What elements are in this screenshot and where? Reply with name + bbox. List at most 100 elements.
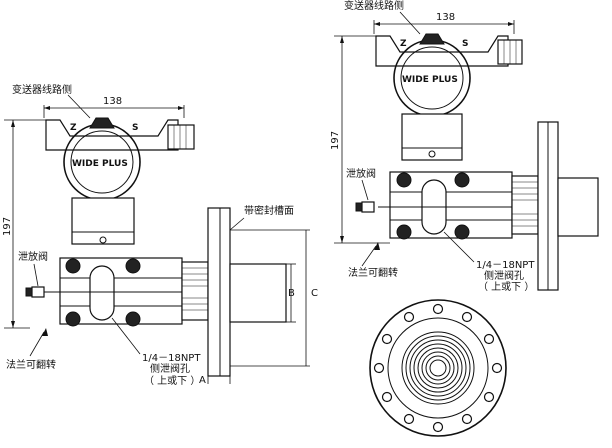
flange-outer xyxy=(369,299,507,437)
left-housing-top xyxy=(45,119,179,151)
left-bolt-2 xyxy=(125,258,141,274)
right-label-vent: 泄放阀 xyxy=(346,167,376,180)
ring xyxy=(413,343,463,393)
left-label-npt: 1/4－18NPT xyxy=(142,353,201,364)
left-bolt-4 xyxy=(125,311,141,327)
arrow xyxy=(11,321,15,328)
right-bolt-2 xyxy=(454,172,470,188)
arrow xyxy=(44,106,50,110)
flange-bolt-hole xyxy=(432,421,444,433)
leader xyxy=(229,217,245,231)
left-transmitter-view: 变送器线路侧 138 197 Z S WIDE PLUS xyxy=(2,83,318,387)
left-label-c: C xyxy=(311,288,318,299)
left-flange-plate xyxy=(207,207,231,377)
left-label-flange: 法兰可翻转 xyxy=(6,358,56,371)
flange-bolt-hole xyxy=(432,303,444,315)
flange-bolt-hole xyxy=(491,362,503,374)
right-bolt-3 xyxy=(396,224,412,240)
left-leader-transmitter xyxy=(67,94,91,119)
left-cover-inner xyxy=(70,130,134,194)
right-dim-width: 138 xyxy=(436,12,455,23)
left-flange-neck xyxy=(181,261,209,321)
left-label-seal: 带密封槽面 xyxy=(244,204,294,217)
rect xyxy=(25,287,33,297)
left-label-up-down: （ 上或下 ） xyxy=(144,375,200,387)
left-cover-tab xyxy=(89,117,115,129)
arrow xyxy=(178,106,184,110)
right-flange-boss xyxy=(557,177,599,237)
flange-bolt-hole xyxy=(461,311,473,323)
ring xyxy=(409,339,467,397)
ring xyxy=(421,351,455,385)
left-label-transmitter-side: 变送器线路侧 xyxy=(12,83,72,96)
right-cover-inner xyxy=(400,46,464,110)
arrow xyxy=(42,328,48,336)
flange-bolt-hole xyxy=(403,311,415,323)
arrow xyxy=(508,22,514,26)
flange-bolt-hole xyxy=(461,413,473,425)
right-brand: WIDE PLUS xyxy=(402,75,458,85)
right-flange-neck xyxy=(511,175,539,235)
right-bolt-4 xyxy=(454,224,470,240)
left-label-b: B xyxy=(288,288,295,299)
leader xyxy=(29,331,45,357)
right-cover-tab xyxy=(419,33,445,45)
leader xyxy=(33,263,39,287)
leader xyxy=(111,317,141,355)
right-vent-valve xyxy=(361,201,375,213)
arrow xyxy=(340,36,344,43)
ring xyxy=(429,359,447,377)
right-label-npt: 1/4－18NPT xyxy=(476,260,535,271)
leader xyxy=(443,231,475,263)
left-cover-s: S xyxy=(132,123,138,133)
flange-bolt-hole xyxy=(483,333,495,345)
left-brand: WIDE PLUS xyxy=(72,159,128,169)
leader xyxy=(399,11,421,35)
arrow xyxy=(11,120,15,127)
left-dim-height: 197 xyxy=(2,217,13,236)
right-transmitter-view: 变送器线路侧 138 197 Z S WIDE PLUS xyxy=(330,0,599,293)
left-oval-port xyxy=(89,265,115,321)
flange-seal-ring xyxy=(387,317,489,419)
ring xyxy=(405,335,471,401)
right-label-up-down: （ 上或下 ） xyxy=(478,281,534,293)
left-label-side-vent: 侧泄阀孔 xyxy=(150,362,190,375)
flange-bolt-hole xyxy=(403,413,415,425)
flange-bolt-hole xyxy=(381,391,393,403)
left-cover-z: Z xyxy=(70,123,77,133)
leader xyxy=(361,245,377,267)
arrow xyxy=(374,22,380,26)
left-dim-width: 138 xyxy=(103,96,122,107)
right-dim-height: 197 xyxy=(330,131,341,150)
ring xyxy=(401,331,475,405)
flange-bolt-hole xyxy=(373,362,385,374)
flange-bolt-hole xyxy=(381,333,393,345)
right-bolt-1 xyxy=(396,172,412,188)
left-bolt-3 xyxy=(65,311,81,327)
right-neck xyxy=(401,113,463,161)
flange-face-view xyxy=(369,299,507,437)
small-circle xyxy=(428,150,436,158)
small-circle xyxy=(99,236,107,244)
right-housing-top xyxy=(375,35,509,67)
flange-bolt-hole xyxy=(483,391,495,403)
leader xyxy=(361,179,369,201)
arrow xyxy=(374,242,380,250)
rect xyxy=(355,202,363,212)
right-cover-z: Z xyxy=(400,39,407,49)
ring xyxy=(417,347,459,389)
left-label-a: A xyxy=(199,375,206,386)
left-label-vent: 泄放阀 xyxy=(18,250,48,263)
ring xyxy=(425,355,451,381)
arrow xyxy=(340,236,344,243)
right-label-side-vent: 侧泄阀孔 xyxy=(484,269,524,282)
left-bolt-1 xyxy=(65,258,81,274)
left-vent-valve xyxy=(31,286,45,298)
left-conduit xyxy=(167,124,195,150)
right-label-flange: 法兰可翻转 xyxy=(348,266,398,279)
left-flange-boss xyxy=(229,263,287,323)
right-label-transmitter-side: 变送器线路侧 xyxy=(344,0,404,12)
right-cover-s: S xyxy=(462,39,468,49)
